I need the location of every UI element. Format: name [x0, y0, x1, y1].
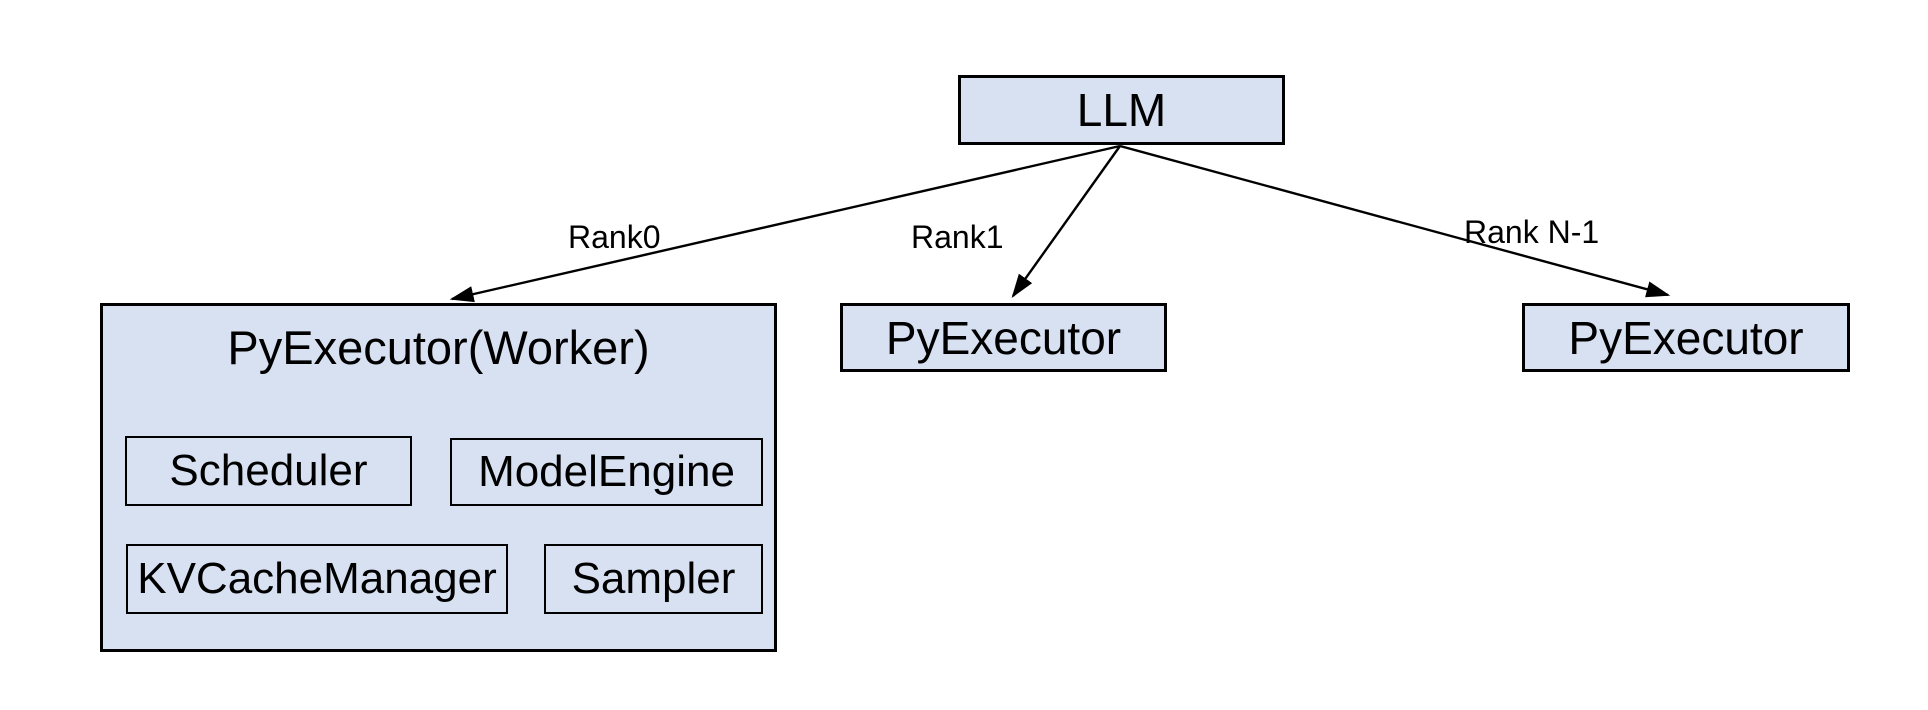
scheduler-node-label: Scheduler — [169, 446, 368, 495]
kvcachemanager-node: KVCacheManager — [126, 544, 508, 614]
edge-label-rank1: Rank1 — [911, 219, 1004, 255]
pyexecutor-worker-node: PyExecutor(Worker) Scheduler ModelEngine… — [100, 303, 777, 652]
arrow-llm-to-executor-rank1 — [1011, 145, 1121, 298]
pyexecutor-rank-n-node-label: PyExecutor — [1568, 311, 1804, 364]
arrow-llm-to-worker — [449, 144, 1121, 303]
sampler-node: Sampler — [544, 544, 763, 614]
kvcachemanager-node-label: KVCacheManager — [137, 554, 497, 603]
modelengine-node-label: ModelEngine — [478, 447, 735, 496]
llm-node-label: LLM — [1076, 84, 1167, 136]
scheduler-node: Scheduler — [125, 436, 412, 506]
edge-label-rank-n-1: Rank N-1 — [1464, 214, 1600, 250]
modelengine-node: ModelEngine — [450, 438, 763, 506]
pyexecutor-worker-title: PyExecutor(Worker) — [227, 321, 650, 374]
llm-node: LLM — [958, 75, 1285, 145]
sampler-node-label: Sampler — [571, 554, 736, 603]
pyexecutor-rank1-node: PyExecutor — [840, 303, 1167, 372]
pyexecutor-rank-n-node: PyExecutor — [1522, 303, 1850, 372]
pyexecutor-rank1-node-label: PyExecutor — [885, 311, 1122, 364]
edge-label-rank0: Rank0 — [568, 219, 661, 255]
